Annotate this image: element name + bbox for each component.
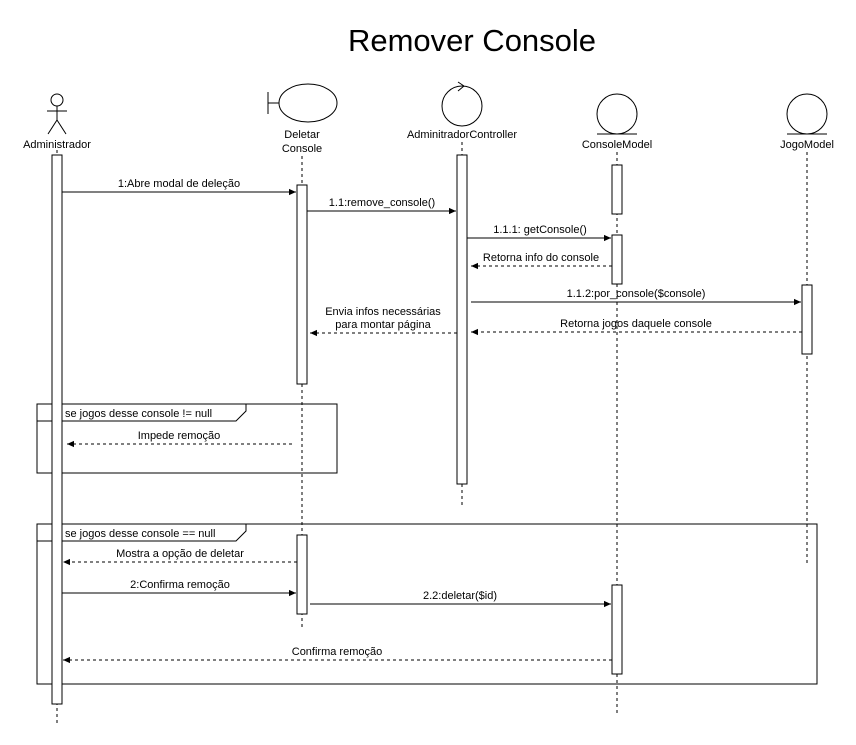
return-info-console: Retorna info do console [471, 252, 612, 270]
message-1-1: 1.1:remove_console() [307, 197, 456, 215]
message-1-1-2: 1.1.2:por_console($console) [471, 288, 801, 306]
return-confirma-remocao: Confirma remoção [63, 646, 612, 664]
return-impede-remocao: Impede remoção [67, 430, 292, 448]
activation-console-model [611, 234, 623, 285]
message-2-2: 2.2:deletar($id) [310, 590, 611, 608]
participant-label: Administrador [23, 139, 91, 151]
message-label: Retorna jogos daquele console [560, 318, 712, 330]
activation-console-model [611, 164, 623, 215]
message-label: 2:Confirma remoção [130, 579, 230, 591]
diagram-title: Remover Console [348, 23, 596, 58]
message-1: 1:Abre modal de deleção [62, 178, 296, 196]
fragment-guard: se jogos desse console == null [65, 528, 215, 540]
fragment-null: se jogos desse console == null [36, 523, 818, 685]
activation-deletar-console [296, 184, 308, 385]
participant-label: JogoModel [780, 139, 834, 151]
message-label: Mostra a opção de deletar [116, 548, 244, 560]
message-label: Retorna info do console [483, 252, 599, 264]
message-label-line2: para montar página [335, 319, 431, 331]
activation-deletar-console [296, 534, 308, 615]
message-2: 2:Confirma remoção [62, 579, 296, 597]
participant-administrador: Administrador [23, 93, 91, 725]
return-mostra-opcao: Mostra a opção de deletar [63, 548, 297, 566]
message-label: 1.1:remove_console() [329, 197, 435, 209]
message-label: Impede remoção [138, 430, 221, 442]
participant-jogo-model: JogoModel [780, 93, 834, 565]
message-label-line1: Envia infos necessárias [325, 306, 441, 318]
fragment-guard: se jogos desse console != null [65, 408, 212, 420]
message-label: 2.2:deletar($id) [423, 590, 497, 602]
activation-console-model [611, 584, 623, 675]
activation-jogo-model [801, 284, 813, 355]
return-envia-infos: Envia infos necessárias para montar pági… [310, 306, 457, 337]
entity-icon [786, 93, 828, 135]
participant-label-line1: Deletar [284, 129, 320, 141]
control-icon [441, 81, 483, 127]
boundary-icon [267, 83, 338, 123]
entity-icon [596, 93, 638, 135]
message-label: 1.1.1: getConsole() [493, 224, 587, 236]
fragment-not-null: se jogos desse console != null [36, 403, 338, 474]
participant-label: ConsoleModel [582, 139, 652, 151]
activation-controller [456, 154, 468, 485]
activation-administrador [51, 154, 63, 705]
message-1-1-1: 1.1.1: getConsole() [467, 224, 611, 242]
participant-label-line2: Console [282, 143, 322, 155]
message-label: 1.1.2:por_console($console) [567, 288, 706, 300]
participant-label: AdminitradorController [407, 129, 517, 141]
actor-icon [47, 93, 67, 135]
message-label: 1:Abre modal de deleção [118, 178, 240, 190]
message-label: Confirma remoção [292, 646, 382, 658]
return-jogos: Retorna jogos daquele console [471, 318, 802, 336]
